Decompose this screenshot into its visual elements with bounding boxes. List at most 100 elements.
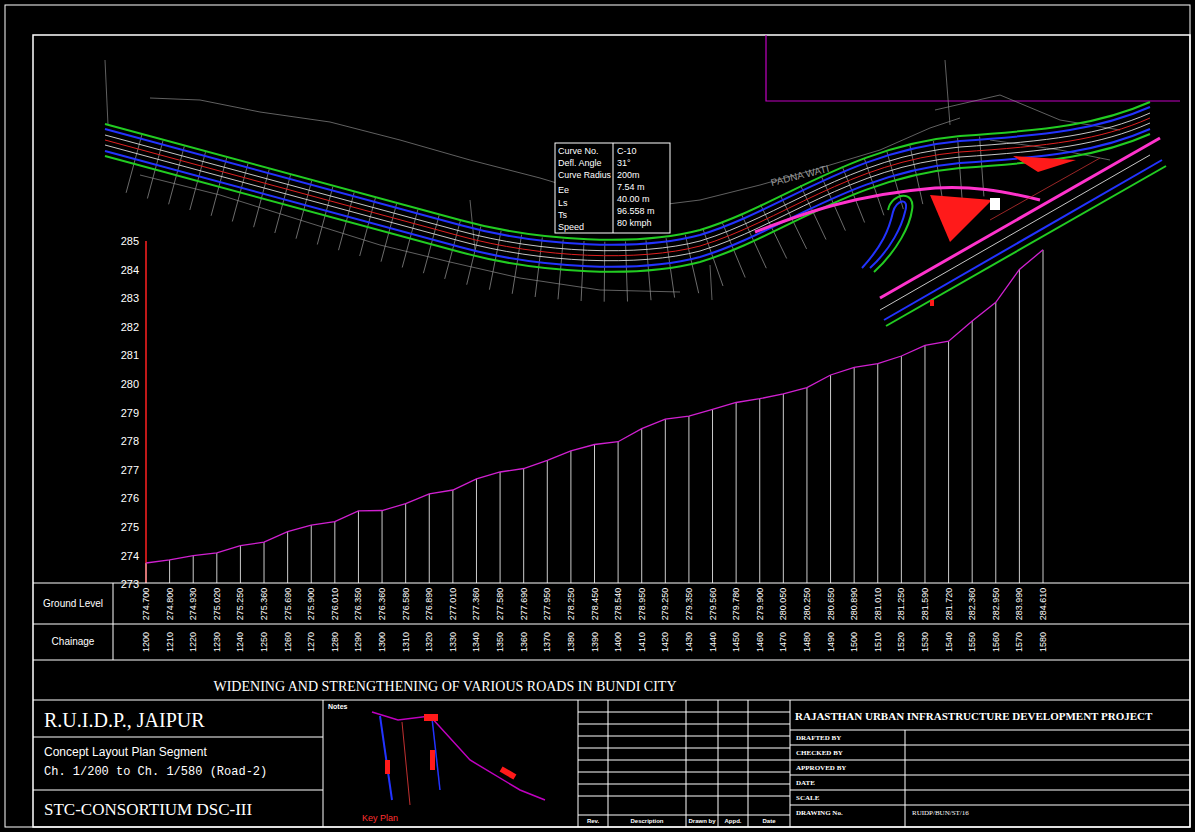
- ordinate-line: [618, 442, 619, 583]
- chainage-value: 1270: [307, 632, 316, 652]
- chainage-value: 1400: [614, 632, 623, 652]
- ground-level-value: 275.690: [283, 588, 292, 621]
- curve-param-value: 80 kmph: [617, 219, 652, 228]
- curve-param-value: 200m: [617, 171, 640, 180]
- ordinate-line: [264, 542, 265, 583]
- chainage-value: 1300: [378, 632, 387, 652]
- level-axis-value: 284: [121, 264, 139, 275]
- ground-level-value: 279.250: [661, 588, 670, 621]
- inner-frame: [33, 35, 1190, 827]
- level-axis-value: 283: [121, 293, 139, 304]
- ordinate-line: [948, 341, 949, 583]
- ordinate-line: [334, 522, 335, 583]
- title-block: [33, 700, 1190, 827]
- chainage-value: 1260: [283, 632, 292, 652]
- curve-table: [555, 143, 670, 233]
- chainage-value: 1380: [566, 632, 575, 652]
- row-header: Chainage: [52, 637, 95, 647]
- ground-level-value: 278.250: [566, 588, 575, 621]
- chainage-value: 1360: [519, 632, 528, 652]
- ordinate-line: [854, 367, 855, 583]
- ground-level-value: 276.580: [401, 588, 410, 621]
- revision-header: Appd.: [725, 818, 742, 824]
- ordinate-line: [924, 345, 925, 583]
- chainage-value: 1550: [968, 632, 977, 652]
- curve-param-name: Ts: [558, 211, 567, 220]
- chainage-value: 1210: [165, 632, 174, 652]
- level-axis-value: 276: [121, 493, 139, 504]
- ground-level-value: 279.780: [732, 588, 741, 621]
- ground-level-value: 277.010: [448, 588, 457, 621]
- chainage-range: Ch. 1/200 to Ch. 1/580 (Road-2): [44, 766, 267, 778]
- ground-level-value: 274.700: [142, 588, 151, 621]
- chainage-value: 1310: [401, 632, 410, 652]
- ground-level-value: 277.580: [496, 588, 505, 621]
- chainage-value: 1230: [212, 632, 221, 652]
- chainage-value: 1390: [590, 632, 599, 652]
- ground-level-value: 279.560: [708, 588, 717, 621]
- level-axis-value: 281: [121, 350, 139, 361]
- ground-level-value: 276.360: [378, 588, 387, 621]
- chainage-value: 1220: [189, 632, 198, 652]
- ground-level-value: 281.720: [944, 588, 953, 621]
- curve-param-name: Speed: [558, 223, 584, 232]
- title-block-field: DRAFTED BY: [796, 735, 841, 742]
- chainage-value: 1520: [897, 632, 906, 652]
- chainage-value: 1470: [779, 632, 788, 652]
- curve-param-name: Ls: [558, 199, 568, 208]
- ordinate-line: [1019, 269, 1020, 583]
- chainage-value: 1420: [661, 632, 670, 652]
- project-name: RAJASTHAN URBAN INFRASTRUCTURE DEVELOPME…: [795, 711, 1152, 722]
- ordinate-line: [736, 402, 737, 583]
- row-header: Ground Level: [43, 599, 103, 609]
- ordinate-line: [877, 364, 878, 583]
- ground-level-value: 275.250: [236, 588, 245, 621]
- ground-level-value: 275.360: [260, 588, 269, 621]
- chainage-value: 1430: [684, 632, 693, 652]
- ground-level-value: 280.050: [779, 588, 788, 621]
- chainage-value: 1530: [920, 632, 929, 652]
- boundary-box: [766, 35, 1180, 101]
- chainage-value: 1200: [142, 632, 151, 652]
- revision-header: Description: [630, 818, 663, 824]
- ground-level-value: 277.690: [519, 588, 528, 621]
- chainage-value: 1290: [354, 632, 363, 652]
- curve-param-value: 40.00 m: [617, 195, 650, 204]
- curve-param-name: Ee: [558, 186, 569, 195]
- level-axis-value: 274: [121, 550, 139, 561]
- level-axis-value: 279: [121, 407, 139, 418]
- level-axis-value: 278: [121, 436, 139, 447]
- ground-level-value: 278.450: [590, 588, 599, 621]
- curve-param-value: 96.558 m: [617, 207, 655, 216]
- key-plan-label: Key Plan: [362, 814, 398, 823]
- organisation-name: R.U.I.D.P., JAIPUR: [44, 710, 205, 730]
- curve-param-name: Curve No.: [558, 147, 599, 156]
- curve-param-name: Curve Radius: [558, 171, 611, 180]
- ordinate-line: [287, 532, 288, 583]
- ground-level-value: 274.800: [165, 588, 174, 621]
- ground-level-value: 276.350: [354, 588, 363, 621]
- level-axis-value: 280: [121, 379, 139, 390]
- drawing-title: WIDENING AND STRENGTHENING OF VARIOUS RO…: [213, 680, 676, 694]
- drawing-number: RUIDP/BUN/ST/16: [912, 810, 969, 817]
- title-block-field: CHECKED BY: [796, 750, 843, 757]
- ground-level-value: 280.890: [850, 588, 859, 621]
- ordinate-line: [594, 445, 595, 584]
- curve-param-value: C-10: [617, 147, 637, 156]
- curve-param-value: 31°: [617, 159, 631, 168]
- ground-level-value: 280.650: [826, 588, 835, 621]
- ordinate-line: [193, 556, 194, 583]
- chainage-value: 1450: [732, 632, 741, 652]
- title-block-field: DRAWING No.: [796, 810, 843, 817]
- curve-param-name: Defl. Angle: [558, 159, 602, 168]
- ground-level-value: 279.350: [684, 588, 693, 621]
- ordinate-line: [688, 416, 689, 583]
- ordinate-line: [216, 553, 217, 583]
- ground-level-value: 281.590: [920, 588, 929, 621]
- ordinate-line: [452, 490, 453, 583]
- profile-axis: [145, 241, 147, 583]
- ground-level-value: 277.950: [543, 588, 552, 621]
